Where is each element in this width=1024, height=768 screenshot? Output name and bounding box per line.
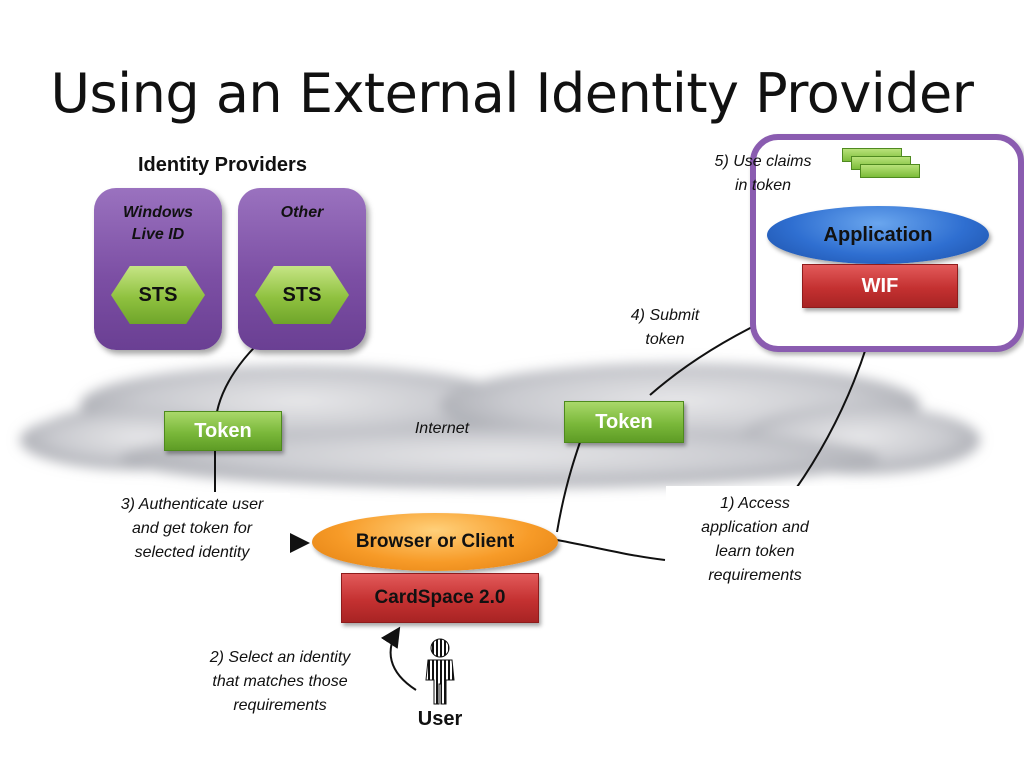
step2-note: 2) Select an identity that matches those… — [190, 646, 370, 718]
step4-line1: 4) Submit — [630, 307, 700, 324]
windows-live-label: Windows Live ID — [94, 202, 222, 246]
step1-line2: application and — [701, 519, 809, 536]
token-left: Token — [164, 411, 282, 451]
step1-line3: learn token — [715, 543, 795, 560]
step3-line1: 3) Authenticate user — [120, 496, 264, 513]
cardspace-box: CardSpace 2.0 — [341, 573, 539, 623]
windows-live-sts: STS — [111, 266, 205, 324]
claim-card-3 — [860, 164, 920, 178]
step2-line2: that matches those — [212, 673, 348, 690]
application-ellipse: Application — [767, 206, 989, 264]
step5-line2: in token — [734, 177, 792, 194]
token-right: Token — [564, 401, 684, 443]
wif-box: WIF — [802, 264, 958, 308]
step5-note: 5) Use claims in token — [698, 150, 828, 198]
step2-line1: 2) Select an identity — [209, 649, 351, 666]
windows-live-label-line2: Live ID — [131, 226, 185, 243]
identity-providers-heading: Identity Providers — [138, 154, 307, 176]
user-label: User — [417, 708, 463, 730]
user-icon — [425, 638, 455, 705]
step3-line3: selected identity — [134, 544, 250, 561]
step1-note: 1) Access application and learn token re… — [666, 486, 844, 588]
step2-arrow — [380, 626, 417, 691]
browser-or-client: Browser or Client — [312, 513, 558, 571]
claims-stack-icon — [842, 148, 922, 184]
step1-line1: 1) Access — [720, 495, 790, 512]
internet-cloud — [20, 363, 980, 488]
step1-path — [556, 539, 666, 561]
windows-live-label-line1: Windows — [122, 204, 194, 221]
other-sts: STS — [255, 266, 349, 324]
step4-line2: token — [645, 331, 685, 348]
windows-live-id-card: Windows Live ID STS — [94, 188, 222, 350]
step5-line1: 5) Use claims — [714, 153, 812, 170]
internet-label: Internet — [414, 420, 470, 437]
step4-note: 4) Submit token — [600, 304, 730, 352]
step3-note: 3) Authenticate user and get token for s… — [94, 493, 290, 565]
step1-line4: requirements — [708, 567, 802, 584]
step2-line3: requirements — [233, 697, 327, 714]
other-idp-card: Other STS — [238, 188, 366, 350]
slide-title: Using an External Identity Provider — [50, 62, 974, 125]
step3-line2: and get token for — [131, 520, 253, 537]
other-idp-label: Other — [280, 204, 324, 221]
